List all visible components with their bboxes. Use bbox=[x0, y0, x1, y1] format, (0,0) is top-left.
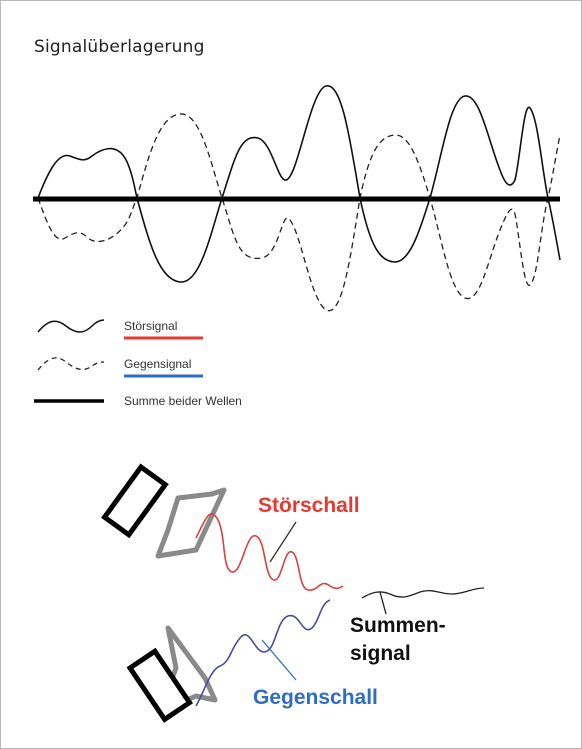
label-summensignal-line1: Summen- bbox=[350, 614, 446, 637]
legend-solid-sample bbox=[37, 319, 105, 333]
upper-speaker bbox=[101, 463, 227, 559]
upper-speaker-box bbox=[101, 463, 169, 539]
sum-wave bbox=[361, 587, 485, 599]
label-gegenschall: Gegenschall bbox=[253, 686, 378, 709]
upper-speaker-cone bbox=[155, 487, 227, 559]
legend-dashed-sample bbox=[37, 357, 105, 371]
noise-wave-red bbox=[195, 513, 344, 591]
counter-signal-wave bbox=[37, 113, 561, 312]
lower-speaker-cone bbox=[157, 625, 218, 715]
disturbance-signal-wave bbox=[37, 85, 561, 283]
figure-title: Signalüberlagerung bbox=[34, 37, 205, 57]
legend-label-gegensignal: Gegensignal bbox=[124, 357, 192, 371]
legend-label-summe: Summe beider Wellen bbox=[124, 394, 242, 408]
lower-speaker-box bbox=[126, 647, 194, 723]
counter-pointer-line bbox=[261, 639, 297, 681]
label-summensignal-line2: signal bbox=[350, 642, 411, 665]
legend-label-stoersignal: Störsignal bbox=[124, 319, 178, 333]
label-stoerschall: Störschall bbox=[258, 494, 360, 517]
lower-speaker bbox=[126, 625, 218, 723]
sum-pointer-line bbox=[379, 591, 387, 615]
counter-wave-blue bbox=[195, 599, 331, 707]
noise-pointer-line bbox=[269, 521, 297, 563]
